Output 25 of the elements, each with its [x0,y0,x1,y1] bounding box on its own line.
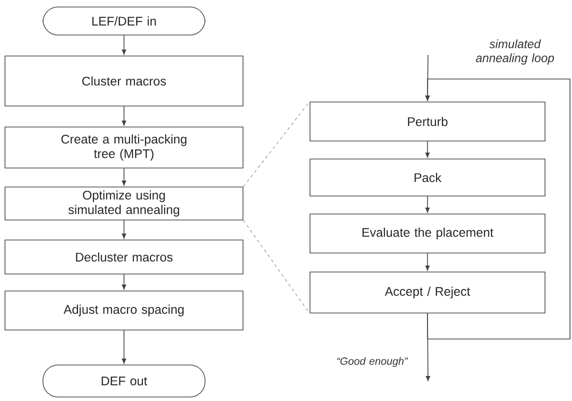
terminal-box: LEF/DEF in [42,6,206,36]
process-box: Pack [310,158,546,196]
process-box: Optimize using simulated annealing [4,186,244,220]
arrow [122,220,126,239]
terminal-box: DEF out [42,364,206,398]
arrow [122,274,126,290]
process-box: Create a multi-packing tree (MPT) [4,126,244,168]
zoom-line [243,101,310,187]
arrow [122,35,126,54]
process-box: Decluster macros [4,240,244,274]
edge-label: “Good enough” [337,357,408,367]
process-box: Cluster macros [4,56,244,106]
arrow [425,141,430,158]
zoom-line [243,220,310,314]
arrow [122,330,126,364]
arrow [122,106,126,126]
process-box: Adjust macro spacing [4,290,244,330]
arrow [425,253,430,270]
process-box: Evaluate the placement [310,214,546,254]
process-box: Perturb [310,102,546,142]
arrow [122,168,126,186]
process-box: Accept / Reject [310,272,546,314]
arrow [425,196,430,212]
edge-label: simulated annealing loop [476,39,554,65]
loop-arrow [425,78,570,340]
